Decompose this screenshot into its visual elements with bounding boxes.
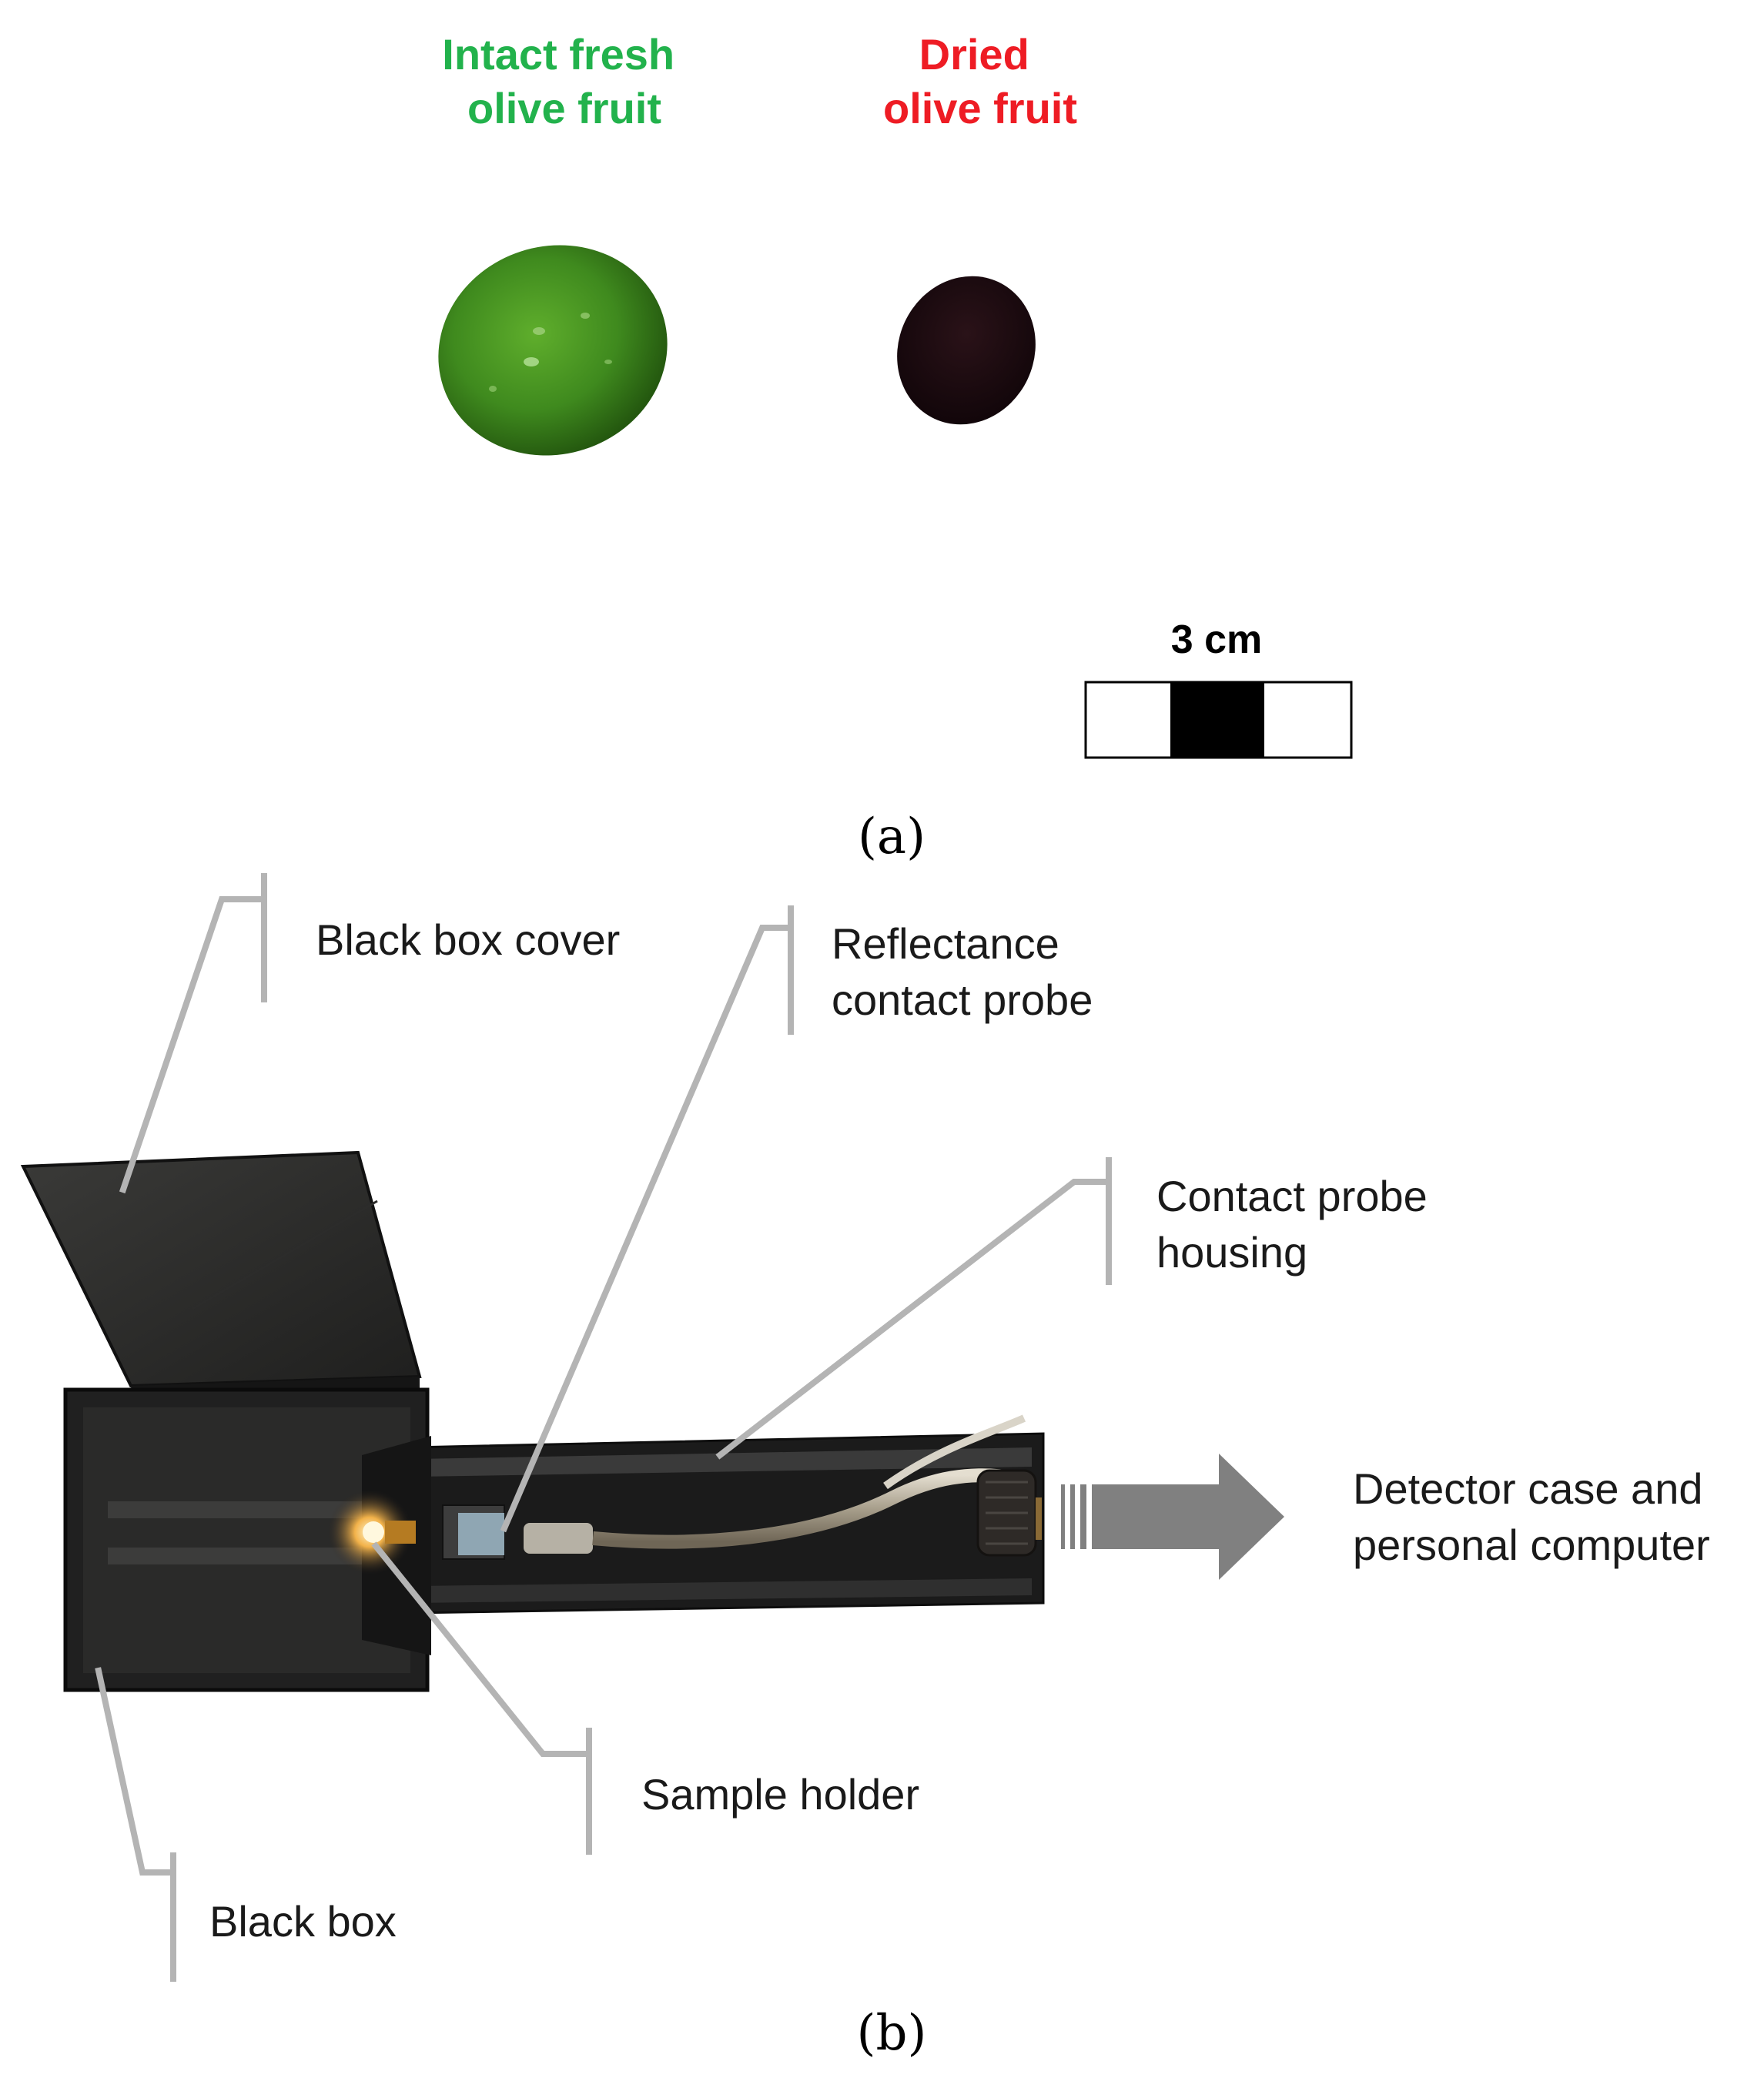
callout-labels: Black box cover Reflectance contact prob… (209, 915, 1715, 1946)
fresh-olive-photo (438, 245, 668, 456)
panel-b-label: (b) (857, 2005, 927, 2062)
panel-b: Black box cover Reflectance contact prob… (20, 873, 1715, 2062)
leader-sample-holder (371, 1541, 592, 1757)
leader-black-box (95, 1667, 176, 1876)
callout-probe-housing-line1: Contact probe (1156, 1172, 1428, 1220)
callout-black-box-cover: Black box cover (316, 915, 620, 964)
callout-black-box-cover-line1: Black box cover (316, 915, 620, 964)
leader-reflectance-probe (500, 925, 794, 1533)
dried-olive-label-line1: Dried (919, 30, 1029, 79)
black-box-device-photo (20, 1150, 1045, 1692)
callout-reflectance-probe: Reflectance contact probe (832, 919, 1093, 1024)
fresh-olive-label-line1: Intact fresh (442, 30, 674, 79)
callout-probe-housing: Contact probe housing (1156, 1172, 1439, 1277)
callout-detector-line2: personal computer (1353, 1521, 1710, 1569)
leader-probe-housing (715, 1179, 1112, 1460)
callout-black-box-line1: Black box (209, 1897, 397, 1946)
dried-olive-photo (897, 276, 1036, 425)
callout-probe-housing-line2: housing (1156, 1228, 1307, 1277)
fresh-olive-label-line2: olive fruit (467, 84, 661, 132)
direction-arrow (1061, 1454, 1284, 1580)
fresh-olive-label: Intact fresh olive fruit (442, 30, 686, 132)
panel-a-label: (a) (858, 808, 926, 865)
callout-sample-holder: Sample holder (641, 1770, 919, 1819)
callout-sample-holder-line1: Sample holder (641, 1770, 919, 1819)
callout-detector-line1: Detector case and (1353, 1464, 1702, 1513)
callout-black-box: Black box (209, 1897, 397, 1946)
scale-bar-label: 3 cm (1171, 617, 1263, 662)
dried-olive-label-line2: olive fruit (883, 84, 1077, 132)
panel-a: Intact fresh olive fruit Dried olive fru… (438, 30, 1353, 865)
callout-detector: Detector case and personal computer (1353, 1464, 1715, 1569)
callout-reflectance-probe-line1: Reflectance (832, 919, 1059, 968)
leader-lines (95, 873, 1112, 1982)
leader-black-box-cover (119, 896, 267, 1194)
callout-reflectance-probe-line2: contact probe (832, 975, 1093, 1024)
dried-olive-label: Dried olive fruit (883, 30, 1077, 132)
scale-bar: 3 cm (1084, 617, 1353, 759)
